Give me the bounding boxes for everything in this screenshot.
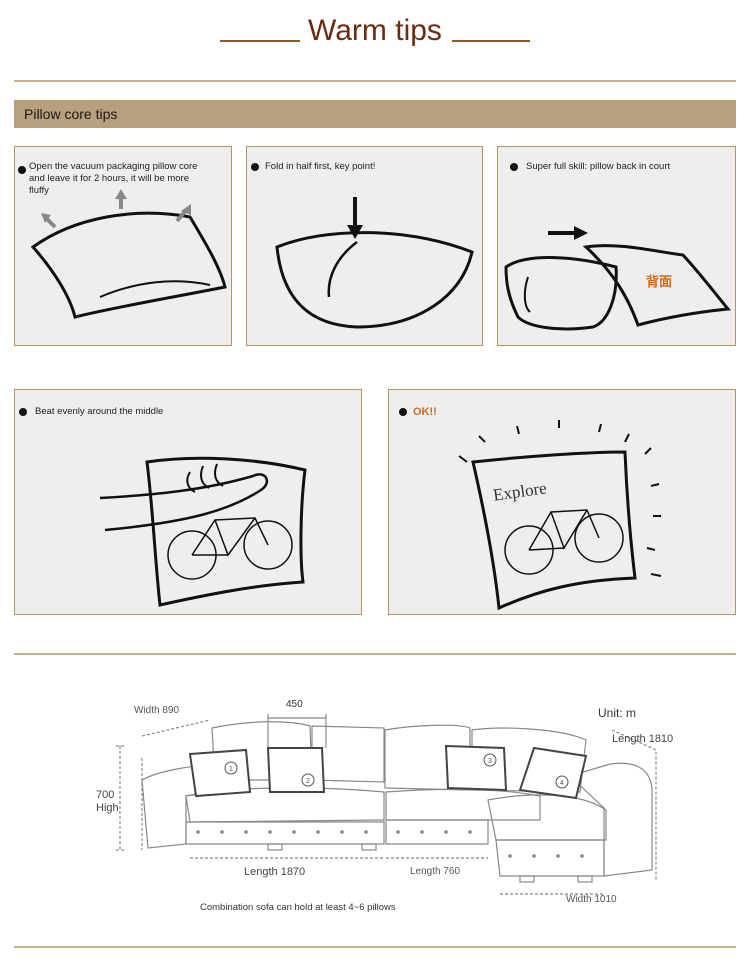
pillow-number-1: 1 [229,766,233,773]
top-divider [14,80,736,82]
bullet-dot [251,163,259,171]
page-title: Warm tips [308,14,442,47]
title-right-line [452,40,530,42]
sofa-diagram: 1 2 3 4 [116,714,657,895]
pillow-fluff-illustration [30,189,227,319]
sofa-note: Combination sofa can hold at least 4~6 p… [200,902,396,913]
width-1010-label: Width 1010 [566,894,617,905]
bullet-dot [18,166,26,174]
unit-label: Unit: m [598,706,637,720]
pillow-beat-illustration [99,456,307,607]
back-side-label: 背面 [646,274,673,289]
length-1810-label: Length 1810 [612,733,674,745]
bullet-dot [510,163,518,171]
tip-caption-5: OK!! [413,406,437,418]
pillow-done-illustration [458,420,662,611]
length-760-label: Length 760 [410,866,461,877]
tip-caption-1: Open the vacuum packaging pillow core an… [29,161,198,196]
tip-caption-3: Super full skill: pillow back in court [526,161,671,172]
tip-caption-4: Beat evenly around the middle [35,406,164,417]
middle-divider [14,653,736,655]
title-left-line [220,40,300,42]
dim-450-label: 450 [286,699,303,710]
tip-panel-5: OK!! Explore [388,389,736,615]
pillow-fold-illustration [275,197,474,329]
bullet-dot [399,408,407,416]
pillow-number-3: 3 [488,758,492,765]
bullet-dot [19,408,27,416]
pillow-number-2: 2 [306,778,310,785]
tip-panel-1: Open the vacuum packaging pillow core an… [14,146,232,346]
section-banner: Pillow core tips [14,100,736,128]
pillow-number-4: 4 [560,780,564,787]
bottom-divider [14,946,736,948]
tip-caption-2: Fold in half first, key point! [265,161,376,172]
width-890-label: Width 890 [134,705,180,716]
height-high-label: High [96,802,119,814]
tip-panel-2: Fold in half first, key point! [246,146,483,346]
tip-panel-4: Beat evenly around the middle [14,389,362,615]
tip-panel-3: Super full skill: pillow back in court 背… [497,146,736,346]
section-title: Pillow core tips [24,106,118,122]
height-700-label: 700 [96,789,115,801]
pillow-turn-illustration [504,226,731,331]
length-1870-label: Length 1870 [244,866,306,878]
